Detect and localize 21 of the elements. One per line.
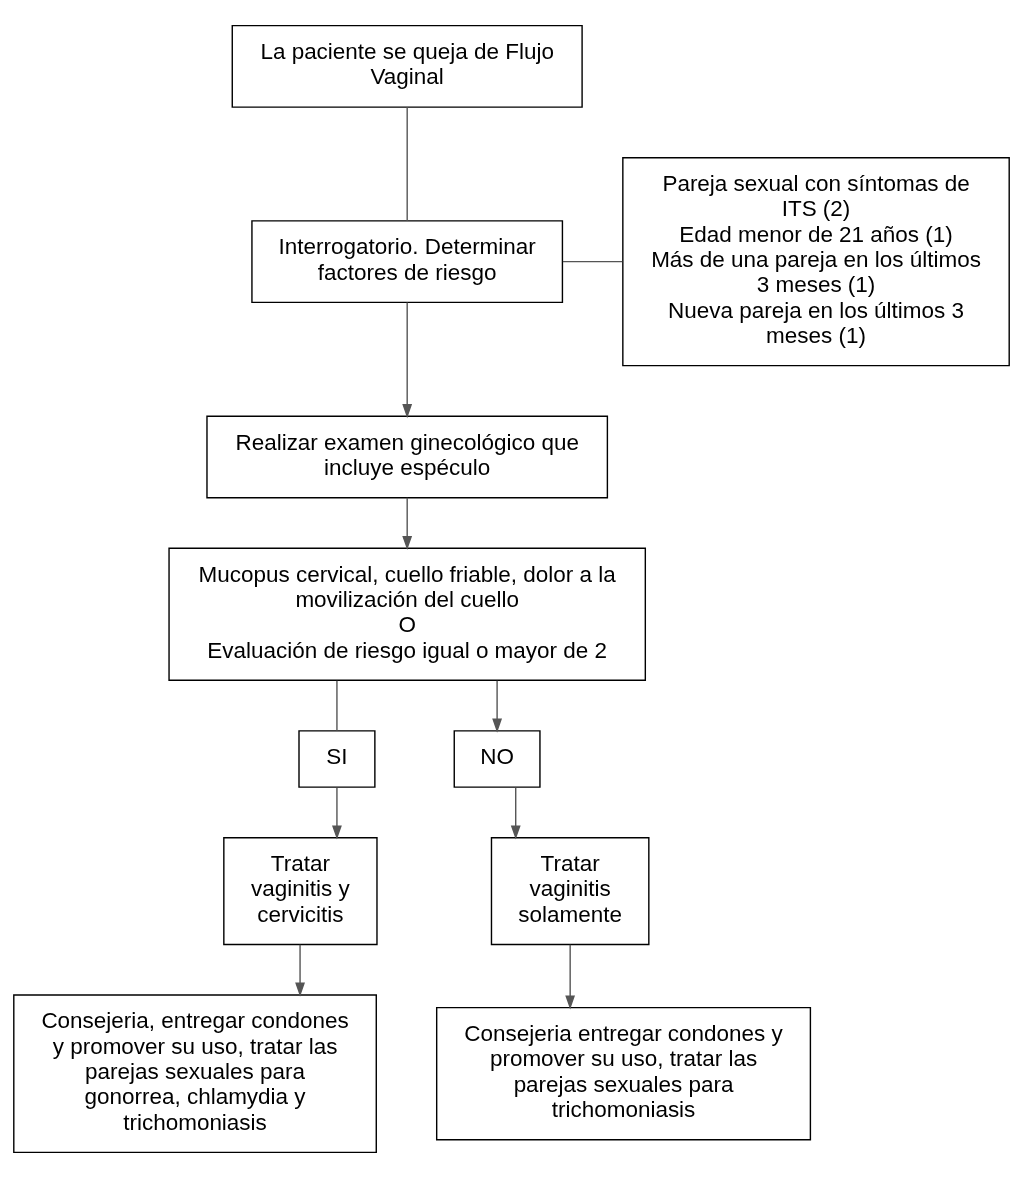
arrow: [402, 301, 413, 418]
node-box: Tratar vaginitis solamente: [490, 836, 650, 945]
node-box: La paciente se queja de Flujo Vaginal: [231, 24, 583, 108]
node-box: Consejeria entregar condones y promover su uso, tratar las parejas sexuales para trichomoniasis: [436, 1006, 812, 1140]
arrow: [295, 943, 305, 997]
connector: [336, 679, 338, 731]
node-box: Tratar vaginitis y cervicitis: [223, 836, 378, 945]
node-box: NO: [453, 729, 541, 788]
arrow: [402, 496, 413, 550]
node-box: Interrogatorio. Determinar factores de riesgo: [251, 219, 564, 303]
connector: [406, 106, 408, 221]
arrow: [510, 786, 521, 840]
node-box: Realizar examen ginecológico que incluye espéculo: [206, 415, 609, 498]
node-box: Pareja sexual con síntomas de ITS (2) Edad menor de 21 años (1) Más de una pareja en los últimos 3 meses (1) Nueva pareja en los últimos 3 meses (1): [622, 156, 1010, 366]
arrow: [565, 943, 576, 1009]
connector: [562, 260, 623, 262]
arrow: [492, 679, 502, 733]
node-box: Mucopus cervical, cuello friable, dolor a la movilización del cuello O Evaluación de riesgo igual o mayor de 2: [168, 547, 647, 681]
node-box: SI: [298, 729, 376, 788]
arrow: [332, 786, 342, 840]
node-box: Consejeria, entregar condones y promover su uso, tratar las parejas sexuales para gonorrea, chlamydia y trichomoniasis: [13, 993, 377, 1153]
